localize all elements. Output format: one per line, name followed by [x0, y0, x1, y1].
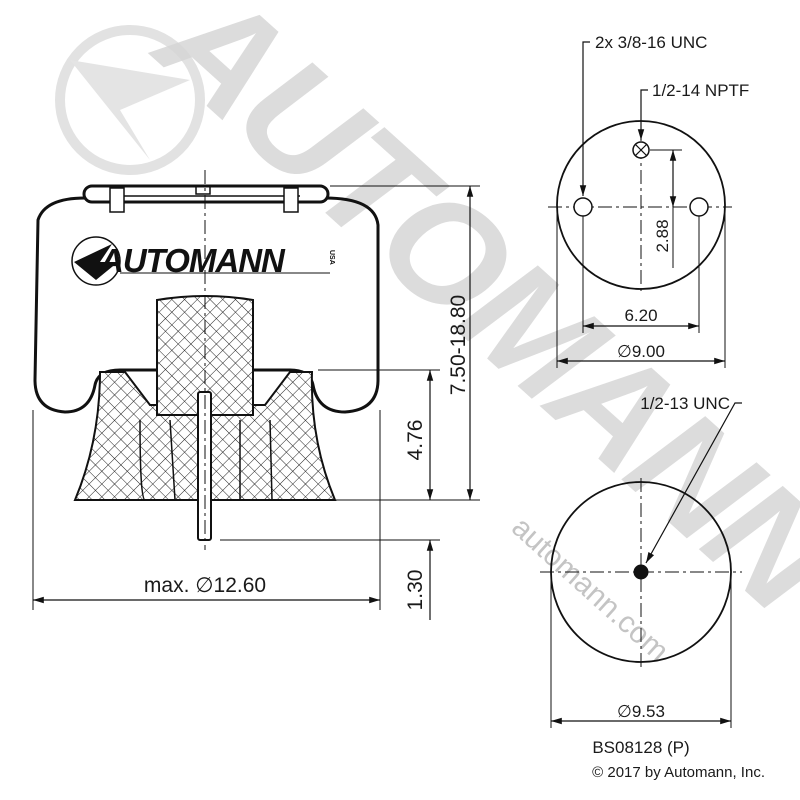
- bolt-spacing-dimension: 6.20: [624, 306, 657, 325]
- fitting-offset-dimension: 2.88: [653, 219, 672, 252]
- right-stud: [283, 187, 299, 213]
- part-number: BS08128 (P): [592, 738, 689, 757]
- fitting: [195, 185, 211, 195]
- watermark-logo-circle: [55, 25, 205, 175]
- bolt-label: 2x 3/8-16 UNC: [595, 33, 707, 52]
- top-diameter-dimension: ∅9.00: [617, 342, 665, 361]
- bottom-diameter-dimension: ∅9.53: [617, 702, 665, 721]
- height-range-dimension: 7.50-18.80: [447, 295, 470, 395]
- stud-length-dimension: 1.30: [404, 570, 427, 611]
- left-stud: [109, 187, 125, 213]
- air-fitting-label: 1/2-14 NPTF: [652, 81, 749, 100]
- automann-logo: AUTOMANN USA: [71, 236, 335, 286]
- bellow-outline: [33, 196, 380, 414]
- copyright: © 2017 by Automann, Inc.: [592, 764, 765, 781]
- side-view: [32, 170, 480, 620]
- logo-suffix: USA: [328, 250, 335, 265]
- top-view: [548, 41, 732, 368]
- center-thread-hole: [633, 564, 649, 580]
- piston-height-dimension: 4.76: [404, 420, 427, 461]
- max-diameter-dimension: max. ∅12.60: [144, 574, 266, 597]
- watermark-logo-arrow: [70, 60, 190, 160]
- bolt-hole-right: [689, 197, 709, 217]
- bottom-view: [540, 402, 742, 728]
- bolt-hole-left: [573, 197, 593, 217]
- thread-label: 1/2-13 UNC: [640, 394, 730, 413]
